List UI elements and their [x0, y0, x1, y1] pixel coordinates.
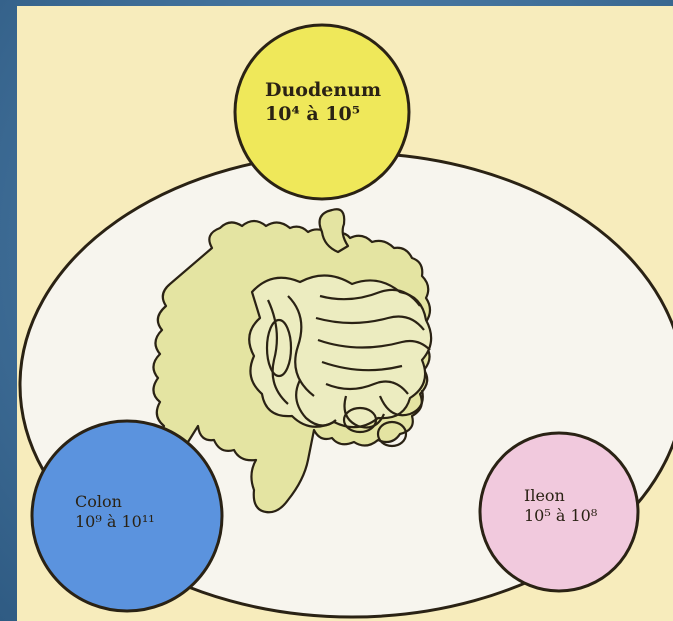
- colon-name: Colon: [75, 492, 155, 512]
- duodenum-label: Duodenum 10⁴ à 10⁵: [265, 79, 381, 127]
- duodenum-name: Duodenum: [265, 79, 381, 103]
- ileon-label: Ileon 10⁵ à 10⁸: [524, 486, 597, 526]
- ileon-range: 10⁵ à 10⁸: [524, 506, 597, 526]
- colon-label: Colon 10⁹ à 10¹¹: [75, 492, 155, 532]
- ileon-name: Ileon: [524, 486, 597, 506]
- colon-range: 10⁹ à 10¹¹: [75, 512, 155, 532]
- duodenum-range: 10⁴ à 10⁵: [265, 103, 381, 127]
